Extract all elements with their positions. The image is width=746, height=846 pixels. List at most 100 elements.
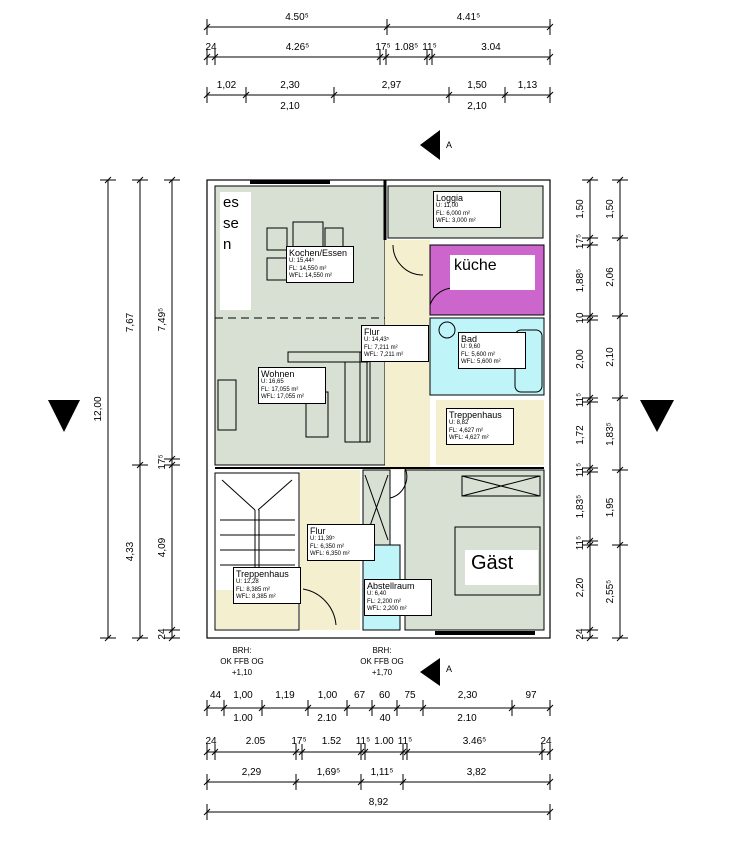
dimension-tick [586,312,594,320]
room-name: Flur [364,327,380,337]
dimension-tick [419,704,427,712]
dimension-label: 1,00 [233,690,253,701]
dimension-tick [586,398,594,406]
room-fl: FL: 14,550 m² [289,265,327,272]
dimension-tick [343,704,351,712]
dimension-label: 4.41⁵ [457,12,481,23]
room-fl: FL: 7,211 m² [364,344,398,351]
dimension-label: 24 [575,628,586,640]
dimension-label: 11⁵ [422,42,437,53]
room-wfl: WFL: 4,627 m² [449,435,489,441]
dimension-tick [136,176,144,184]
dimension-tick [104,634,112,642]
dimension-tick [220,704,228,712]
dimension-label: 1,95 [605,497,616,517]
room-name: Kochen/Essen [289,248,348,258]
dimension-label: 2,00 [575,349,586,369]
room-u: U: 15,44⁵ [289,258,315,264]
room-wfl: WFL: 8,385 m² [236,594,276,600]
section-b-label: B [58,399,69,407]
dimension-tick [361,748,369,756]
dimension-tick [304,704,312,712]
dimension-tick [616,234,624,242]
essen-overlay: es se n [220,192,251,310]
dimension-tick [203,778,211,786]
room-fl: FL: 8,385 m² [236,586,271,593]
dimension-label: 1,88⁵ [575,269,586,293]
dimension-label: 44 [210,690,222,701]
section-a-top-marker [420,130,440,160]
room-wfl: WFL: 2,200 m² [367,606,407,612]
dimension-label: 2,30 [280,80,300,91]
section-b-label: B [651,399,662,407]
dimension-tick [211,53,219,61]
room-name: Wohnen [261,369,295,379]
room-u: U: 11,00 [436,203,459,209]
dimension-tick [203,91,211,99]
dimension-tick [428,53,436,61]
window [250,180,330,184]
dimension-label: 67 [354,690,366,701]
dimension-tick [203,53,211,61]
dimension-tick [586,626,594,634]
dimension-label: 2,55⁵ [605,580,616,604]
dimension-tick [586,464,594,472]
brh-note: BRH: OK FFB OG +1,70 [352,645,412,678]
stairs [220,479,295,570]
dimension-label: 1.00 [374,736,394,747]
dimension-label: 17⁵ [157,454,168,469]
dimension-tick [382,53,390,61]
dimension-tick [546,704,554,712]
dimension-tick [292,748,300,756]
dimension-label: 2.05 [246,736,266,747]
dimension-label: 11⁵ [398,736,413,747]
dimension-label: 60 [379,690,391,701]
dimension-tick [616,394,624,402]
room-u: U: 8,82 [449,420,469,426]
dimension-label: 4,33 [125,541,136,561]
section-a-bottom-marker [420,658,440,686]
dimension-tick [586,176,594,184]
dimension-tick [104,176,112,184]
dimension-label: 17⁵ [575,234,586,249]
dimension-label: 2,10 [605,347,616,367]
dimension-label: 1,83⁵ [605,422,616,446]
dimension-label: 7,67 [125,312,136,332]
brh-title: BRH: [232,646,252,655]
dimension-tick [330,91,338,99]
room-u: U: 11,39⁵ [310,536,335,542]
dimension-label: 11⁵ [575,463,586,478]
room-u: U: 6,40 [367,591,387,597]
dimension-tick [168,634,176,642]
dimension-tick [508,704,516,712]
dimension-label: 1,19 [275,690,295,701]
essen-text: n [223,236,232,253]
dimension-tick [357,778,365,786]
dimension-label: 97 [525,690,537,701]
dimension-tick [586,394,594,402]
room-wfl: WFL: 7,211 m² [364,352,404,358]
dimension-tick [298,748,306,756]
dimension-label: 24 [205,42,217,53]
dimension-label: 1,72 [575,425,586,445]
dimension-label: 3.46⁵ [463,736,487,747]
dimension-label: 4.26⁵ [286,42,310,53]
dimension-tick [586,316,594,324]
dimension-tick [501,91,509,99]
dimension-tick [586,541,594,549]
dimension-tick [399,748,407,756]
dimension-label: 12,00 [93,396,104,421]
dimension-tick [203,23,211,31]
dimension-label: 2.10 [317,713,337,724]
dimension-label: 2.10 [457,713,477,724]
section-a-label: A [446,140,453,150]
room-name: Abstellraum [367,581,415,591]
